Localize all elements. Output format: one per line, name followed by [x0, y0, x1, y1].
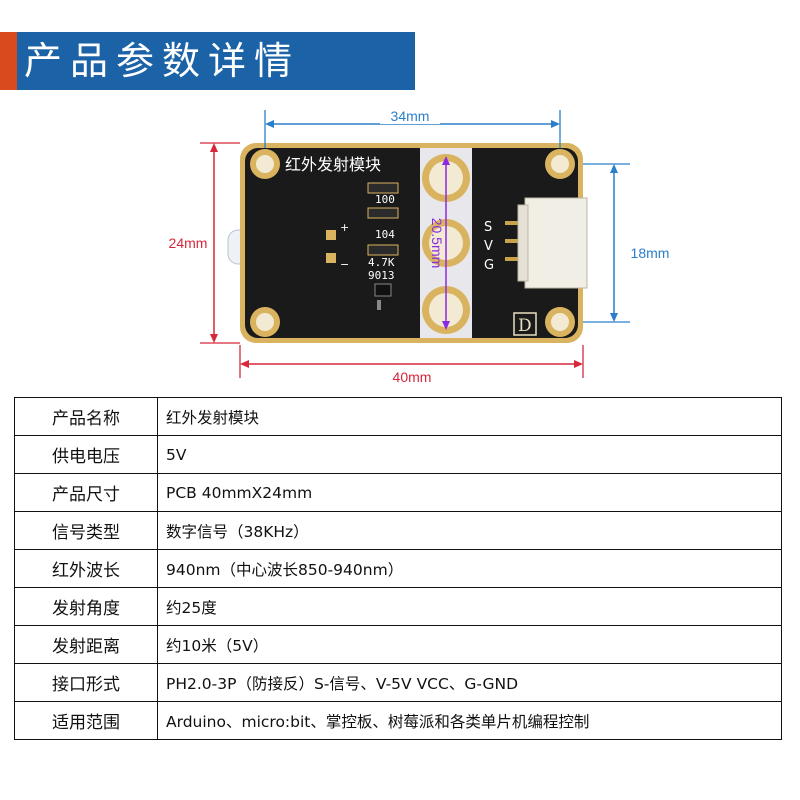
dim-right-height-label: 18mm — [631, 245, 670, 261]
dim-center-height-label: 20.5mm — [429, 218, 445, 269]
page-title: 产品参数详情 — [24, 39, 301, 83]
silk-r3: 4.7K — [368, 256, 395, 269]
spec-label: 发射角度 — [14, 587, 158, 626]
spec-row: 发射角度约25度 — [14, 587, 782, 626]
board-title: 红外发射模块 — [285, 155, 381, 174]
spec-value: 940nm（中心波长850-940nm） — [157, 549, 782, 588]
spec-label: 信号类型 — [14, 511, 158, 550]
spec-label: 适用范围 — [14, 701, 158, 740]
dim-bottom-width-label: 40mm — [393, 369, 432, 385]
dim-top-width-label: 34mm — [391, 108, 430, 124]
dim-top-width — [264, 108, 561, 148]
silk-minus: − — [340, 258, 349, 271]
dim-left-height — [200, 142, 240, 344]
spec-value: 数字信号（38KHz） — [157, 511, 782, 550]
spec-label: 产品尺寸 — [14, 473, 158, 512]
silk-pin-s: S — [484, 220, 492, 235]
silk-brand: D — [518, 316, 532, 336]
header-banner: 产品参数详情 — [0, 32, 415, 90]
spec-row: 产品名称红外发射模块 — [14, 397, 782, 436]
silk-pin-v: V — [484, 239, 493, 254]
dim-right-height — [583, 163, 630, 323]
dim-bottom-width — [239, 345, 584, 378]
spec-value: Arduino、micro:bit、掌控板、树莓派和各类单片机编程控制 — [157, 701, 782, 740]
silk-r1: 100 — [375, 193, 395, 206]
silk-r2: 104 — [375, 228, 395, 241]
spec-label: 发射距离 — [14, 625, 158, 664]
spec-value: PH2.0-3P（防接反）S-信号、V-5V VCC、G-GND — [157, 663, 782, 702]
spec-row: 信号类型数字信号（38KHz） — [14, 511, 782, 550]
silk-pin-g: G — [484, 258, 494, 273]
banner-accent — [0, 32, 17, 90]
dim-center-height — [442, 156, 450, 330]
silk-plus: + — [340, 221, 349, 234]
product-diagram: 红外发射模块 100 104 4.7K 9013 + − S V G D 34m… — [169, 108, 670, 385]
spec-value: PCB 40mmX24mm — [157, 473, 782, 512]
spec-label: 接口形式 — [14, 663, 158, 702]
ph-connector — [517, 197, 588, 289]
spec-label: 产品名称 — [14, 397, 158, 436]
silk-transistor: 9013 — [368, 269, 395, 282]
spec-label: 红外波长 — [14, 549, 158, 588]
spec-label: 供电电压 — [14, 435, 158, 474]
dim-left-height-label: 24mm — [169, 235, 208, 251]
spec-value: 约25度 — [157, 587, 782, 626]
spec-value: 红外发射模块 — [157, 397, 782, 436]
spec-value: 约10米（5V） — [157, 625, 782, 664]
spec-row: 发射距离约10米（5V） — [14, 625, 782, 664]
spec-value: 5V — [157, 435, 782, 474]
